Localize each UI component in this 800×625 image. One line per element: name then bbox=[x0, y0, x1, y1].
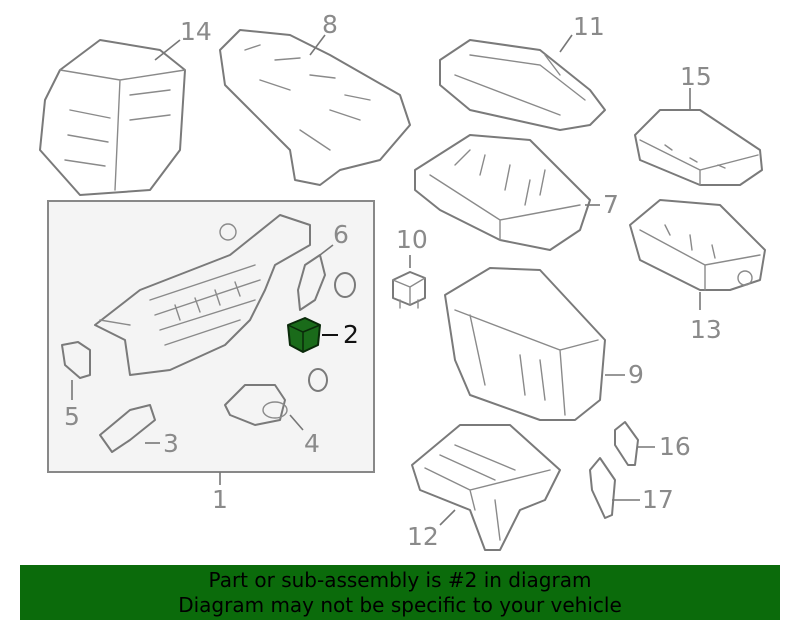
callout-8: 8 bbox=[322, 10, 338, 39]
assembly-frame-1 bbox=[47, 200, 375, 473]
part-8-bracket[interactable] bbox=[219, 29, 411, 186]
callout-13: 13 bbox=[690, 315, 722, 344]
callout-3: 3 bbox=[163, 429, 179, 458]
callout-10: 10 bbox=[396, 225, 428, 254]
callout-15: 15 bbox=[680, 62, 712, 91]
callout-4: 4 bbox=[304, 429, 320, 458]
banner-line-1: Part or sub-assembly is #2 in diagram bbox=[208, 568, 592, 592]
part-1-nut-upper bbox=[334, 272, 356, 298]
disclaimer-banner: Part or sub-assembly is #2 in diagram Di… bbox=[20, 565, 780, 620]
part-15-cover[interactable] bbox=[634, 109, 763, 186]
part-5-bracket[interactable] bbox=[61, 341, 91, 379]
part-1-fuse-relay-board[interactable] bbox=[94, 214, 311, 376]
part-14-cover[interactable] bbox=[39, 39, 186, 196]
callout-11: 11 bbox=[573, 12, 605, 41]
part-11-top-cover[interactable] bbox=[439, 39, 606, 131]
part-4-relay-base[interactable] bbox=[224, 384, 288, 426]
part-16-fuse[interactable] bbox=[614, 421, 639, 466]
callout-5: 5 bbox=[64, 402, 80, 431]
callout-7: 7 bbox=[603, 190, 619, 219]
part-10-relay[interactable] bbox=[392, 271, 426, 309]
callout-2: 2 bbox=[343, 320, 359, 349]
part-9-tray[interactable] bbox=[444, 267, 606, 421]
part-12-fuse-block[interactable] bbox=[411, 424, 561, 551]
part-17-fuse[interactable] bbox=[589, 457, 616, 519]
part-3-clip[interactable] bbox=[99, 404, 156, 453]
part-1-nut-lower bbox=[308, 368, 328, 392]
part-2-relay-highlighted[interactable] bbox=[287, 317, 321, 353]
banner-line-2: Diagram may not be specific to your vehi… bbox=[178, 593, 622, 617]
callout-16: 16 bbox=[659, 432, 691, 461]
callout-14: 14 bbox=[180, 17, 212, 46]
part-7-fuse-box[interactable] bbox=[414, 134, 591, 251]
callout-9: 9 bbox=[628, 360, 644, 389]
leader-lines bbox=[71, 34, 701, 526]
part-13-box[interactable] bbox=[629, 199, 766, 291]
callout-6: 6 bbox=[333, 220, 349, 249]
callout-1: 1 bbox=[212, 485, 228, 514]
callout-17: 17 bbox=[642, 485, 674, 514]
callout-12: 12 bbox=[407, 522, 439, 551]
